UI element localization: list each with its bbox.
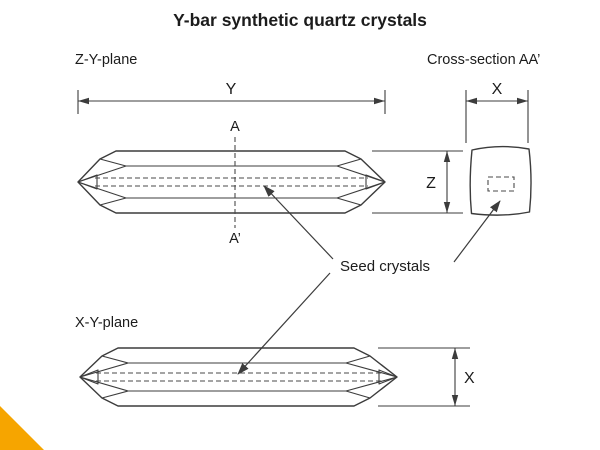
bottom-crystal-front-facet: [79, 362, 398, 392]
top-crystal-left-tip-facet: [77, 174, 98, 190]
z-dimension: Z: [372, 150, 463, 214]
bottom-crystal-body: [79, 347, 398, 407]
top-crystal-facet-edges: [99, 158, 362, 206]
bottom-crystal-left-tip-facet: [79, 369, 99, 385]
y-dim-arrow-left: [78, 97, 89, 105]
seed-leader-bottom-crystal: [237, 272, 331, 375]
y-dimension: Y: [77, 81, 386, 114]
seed-leader-cross-section: [453, 200, 501, 263]
top-crystal: [77, 150, 386, 214]
x-bottom-arrow-top: [451, 348, 459, 359]
top-crystal-front-facet: [77, 165, 386, 199]
x-dimension-bottom: X: [378, 347, 475, 407]
cross-section-shape: [469, 145, 532, 216]
seed-crystals-label: Seed crystals: [340, 258, 430, 275]
z-dimension-label: Z: [426, 175, 436, 192]
x-bottom-arrow-bottom: [451, 395, 459, 406]
x-dimension-top: X: [465, 81, 529, 143]
a-prime-label: A’: [229, 231, 241, 247]
z-dim-arrow-top: [443, 151, 451, 162]
bottom-crystal: [79, 347, 398, 407]
section-aa-line: A A’: [229, 119, 241, 247]
zy-plane-label: Z-Y-plane: [75, 52, 137, 68]
xy-plane-label: X-Y-plane: [75, 315, 138, 331]
top-crystal-seed-lines: [95, 177, 368, 187]
cross-section-view: [469, 145, 532, 216]
diagram-title: Y-bar synthetic quartz crystals: [173, 10, 427, 30]
x-dimension-top-label: X: [492, 81, 503, 98]
cross-section-label: Cross-section AA’: [427, 52, 540, 68]
x-dimension-bottom-label: X: [464, 370, 475, 387]
cross-section-seed-rect: [487, 176, 515, 192]
seed-crystals-annotation: Seed crystals: [237, 185, 501, 375]
bottom-crystal-facet-edges: [101, 355, 371, 399]
top-crystal-body: [77, 150, 386, 214]
y-dimension-label: Y: [226, 81, 237, 98]
seed-leader-top-crystal: [263, 185, 334, 260]
bottom-crystal-right-tip-facet: [378, 369, 398, 385]
y-dim-arrow-right: [374, 97, 385, 105]
x-top-arrow-right: [517, 97, 528, 105]
top-crystal-right-tip-facet: [365, 174, 386, 190]
a-label: A: [230, 119, 240, 135]
x-top-arrow-left: [466, 97, 477, 105]
z-dim-arrow-bottom: [443, 202, 451, 213]
accent-corner-triangle: [0, 406, 44, 450]
